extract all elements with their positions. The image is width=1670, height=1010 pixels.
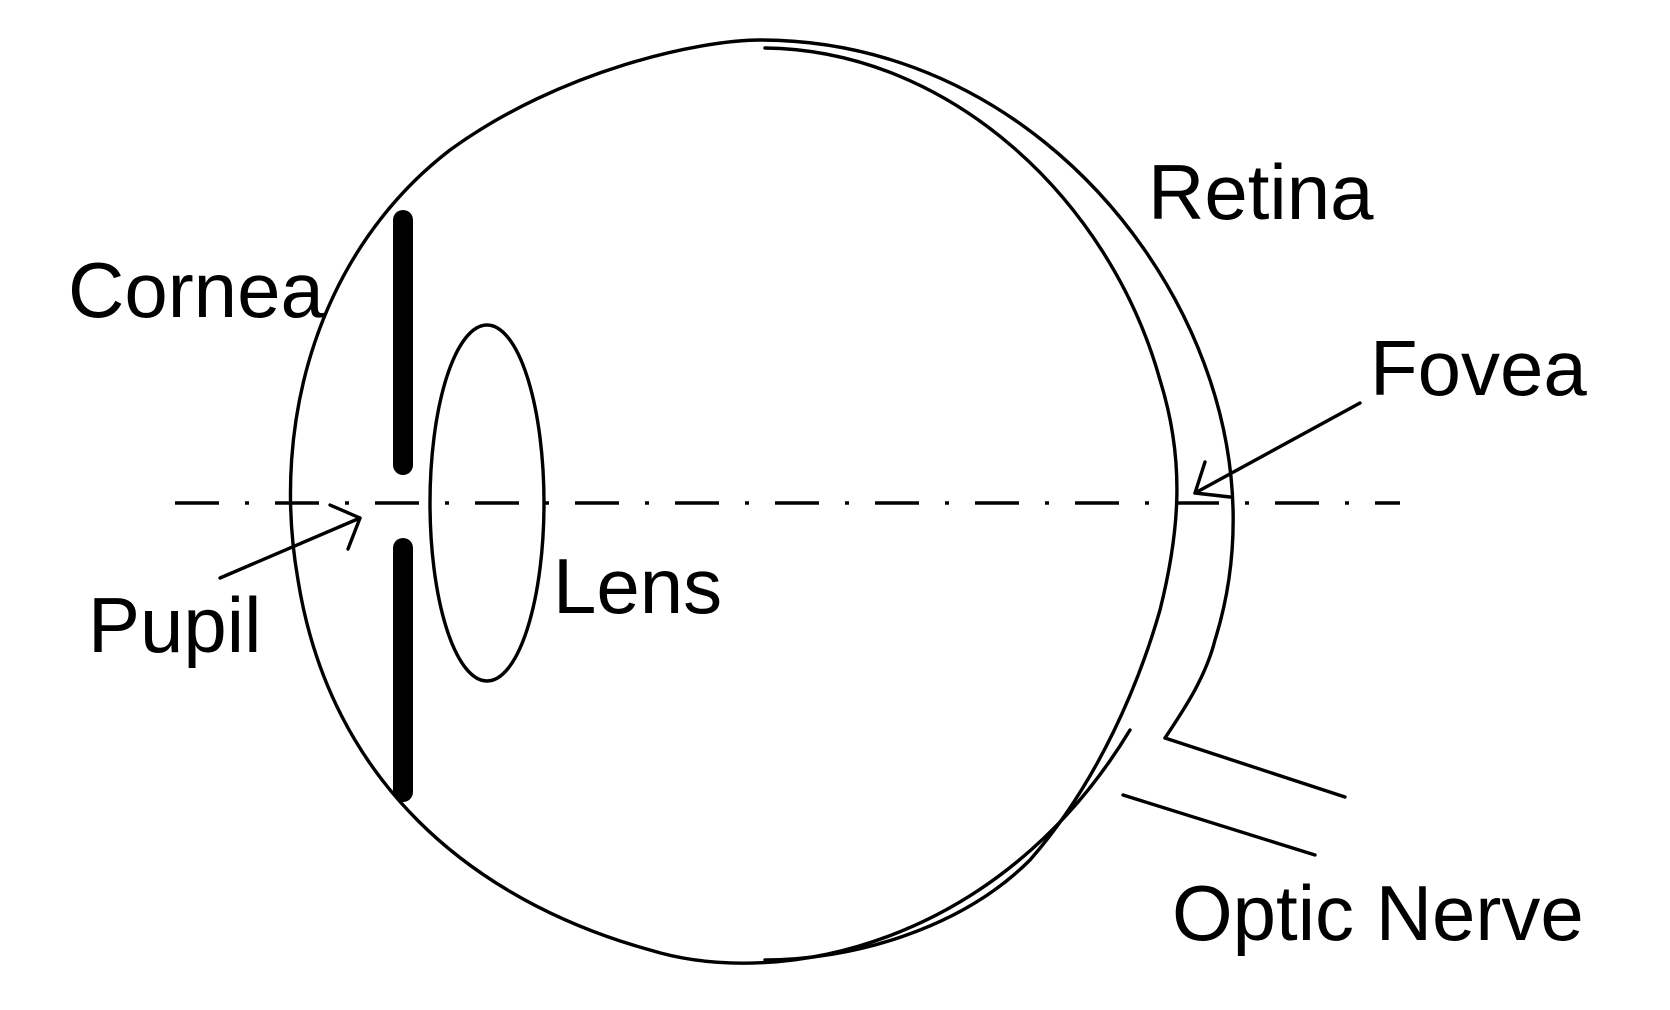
lens bbox=[428, 323, 546, 683]
pupil-pointer-line bbox=[218, 516, 362, 580]
label-fovea: Fovea bbox=[1370, 324, 1587, 412]
eyeball-outline bbox=[288, 38, 1235, 965]
fovea-arrowhead bbox=[1193, 460, 1232, 499]
optic-nerve-lower bbox=[1121, 793, 1317, 857]
fovea-pointer-line bbox=[1193, 401, 1362, 495]
retina-layer bbox=[763, 46, 1179, 962]
label-pupil: Pupil bbox=[88, 581, 261, 669]
label-optic-nerve: Optic Nerve bbox=[1172, 869, 1584, 957]
optic-nerve bbox=[1163, 736, 1347, 799]
label-lens: Lens bbox=[553, 542, 722, 630]
label-retina: Retina bbox=[1148, 148, 1374, 236]
pupil-arrowhead bbox=[328, 503, 362, 551]
label-cornea: Cornea bbox=[68, 246, 324, 334]
